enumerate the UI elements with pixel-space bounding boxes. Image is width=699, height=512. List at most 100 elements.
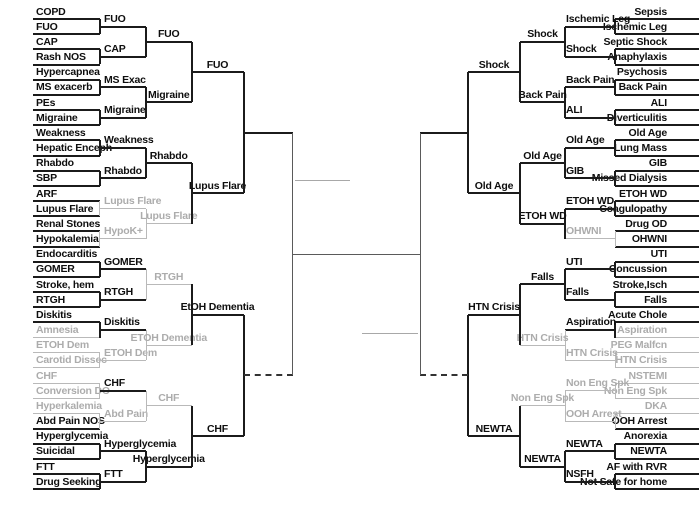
entry-label: Diverticulitis — [606, 111, 667, 124]
entry-label: Sepsis — [634, 5, 667, 18]
round2-line — [565, 55, 615, 58]
round3-line — [520, 344, 565, 346]
round3-label: Shock — [527, 28, 558, 41]
round2-line — [99, 177, 146, 180]
round2-line — [99, 268, 146, 271]
round3-line — [146, 465, 192, 468]
entry-label: Weakness — [36, 126, 86, 139]
entry-label: ETOH Dem — [36, 339, 90, 352]
round3-label: HTN Crisis — [516, 331, 569, 344]
round2-line — [99, 238, 146, 240]
round2-label: Weakness — [104, 134, 154, 147]
entry-underline — [33, 63, 100, 66]
pair-connector — [614, 170, 616, 186]
entry-underline — [33, 169, 100, 172]
round2-label: Falls — [566, 286, 589, 299]
entry-underline — [33, 78, 100, 81]
round2-label: Ischemic Leg — [566, 13, 631, 26]
entry-label: Suicidal — [36, 445, 75, 458]
final-connector — [419, 132, 421, 376]
round3-line — [146, 283, 192, 285]
entry-underline — [615, 78, 699, 81]
round2-label: HypoK+ — [104, 225, 143, 238]
entry-underline — [615, 109, 699, 112]
entry-underline — [615, 245, 699, 248]
entry-underline — [615, 412, 699, 414]
semifinal-connector — [467, 314, 469, 437]
entry-underline — [33, 275, 100, 278]
entry-label: GOMER — [36, 263, 75, 276]
round2-label: Migraine — [104, 104, 146, 117]
entry-underline — [33, 397, 100, 399]
entry-label: Amnesia — [36, 324, 79, 337]
round2-label: Non Eng Spk — [566, 377, 630, 390]
entry-label: Hypercapnea — [36, 66, 100, 79]
round2-line — [99, 25, 146, 28]
round4-connector — [519, 41, 521, 103]
entry-underline — [33, 245, 100, 248]
pair-connector — [614, 261, 616, 277]
pair-connector — [614, 19, 616, 35]
round4-connector — [519, 405, 521, 467]
round2-line — [99, 208, 146, 210]
round2-label: MS Exac — [104, 73, 146, 86]
entry-underline — [33, 200, 100, 203]
pair-connector — [614, 383, 616, 399]
round3-connector — [564, 208, 566, 239]
round2-line — [99, 480, 146, 483]
round2-line — [99, 116, 146, 119]
round3-line — [520, 222, 565, 225]
entry-underline — [33, 306, 100, 309]
entry-label: ALI — [650, 96, 668, 109]
round2-line — [565, 420, 615, 422]
entry-label: Rash NOS — [36, 51, 86, 63]
round2-line — [565, 359, 615, 361]
entry-label: RTGH — [36, 293, 65, 306]
round2-line — [565, 480, 615, 483]
round3-connector — [564, 329, 566, 361]
round2-label: Rhabdo — [104, 164, 142, 177]
round4-line — [191, 192, 244, 195]
round3-connector — [564, 451, 566, 482]
round4-line — [468, 313, 520, 316]
round4-label: FUO — [206, 58, 229, 71]
entry-label: Rhabdo — [36, 157, 74, 170]
round2-label: ALI — [566, 104, 583, 117]
entry-underline — [615, 367, 699, 369]
round2-line — [565, 25, 615, 28]
round4-connector — [519, 163, 521, 224]
entry-underline — [33, 352, 100, 354]
round3-label: ETOH Dementia — [130, 331, 208, 344]
entry-label: NSTEMI — [628, 369, 668, 382]
entry-label: Ischemic Leg — [602, 20, 667, 33]
round3-line — [146, 162, 192, 165]
entry-label: Septic Shock — [603, 35, 667, 48]
entry-label: Drug OD — [625, 217, 667, 230]
round3-connector — [564, 147, 566, 179]
round2-line — [99, 55, 146, 58]
round2-line — [99, 328, 146, 331]
semifinal-line — [243, 131, 293, 134]
pair-connector — [614, 140, 616, 156]
entry-label: Not Safe for home — [579, 475, 667, 488]
entry-label: Abd Pain NOS — [36, 415, 105, 428]
round2-label: RTGH — [104, 286, 133, 299]
round4-label: EtOH Dementia — [180, 301, 255, 314]
round2-line — [565, 298, 615, 301]
pair-connector — [614, 292, 616, 308]
entry-underline — [33, 321, 100, 324]
round3-line — [520, 40, 565, 43]
entry-underline — [33, 230, 100, 233]
entry-underline — [33, 124, 100, 127]
round3-label: NEWTA — [524, 453, 561, 465]
entry-label: Falls — [644, 293, 667, 306]
entry-label: Concussion — [608, 263, 667, 276]
round4-line — [468, 435, 520, 438]
entry-underline — [33, 154, 100, 157]
round3-label: RTGH — [154, 270, 184, 283]
entry-label: FUO — [36, 20, 58, 33]
entry-label: ETOH WD — [619, 187, 667, 200]
round2-label: FUO — [104, 13, 126, 26]
entry-label: Old Age — [628, 126, 668, 139]
round2-label: FTT — [104, 468, 123, 481]
